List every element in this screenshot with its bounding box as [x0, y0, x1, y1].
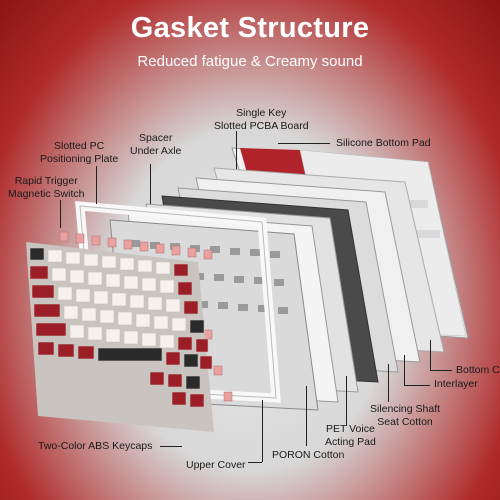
callout-pet-pad: PET Voice Acting Pad [325, 423, 376, 448]
leader-interlayer-v [404, 355, 405, 385]
callout-bottom-case: Bottom Case [456, 364, 500, 376]
callout-pc-plate: Slotted PC Positioning Plate [40, 140, 119, 165]
leader-interlayer-h [404, 385, 430, 386]
leader-pet [346, 376, 347, 426]
leader-upper-cover-v [262, 400, 263, 462]
leader-silencing [388, 364, 389, 402]
callout-silicone-pad: Silicone Bottom Pad [336, 137, 431, 149]
leader-single-key [236, 131, 237, 169]
leader-rapid-trigger [60, 200, 61, 228]
leader-spacer [150, 164, 151, 204]
callout-single-key-pcba: Single Key Slotted PCBA Board [214, 107, 309, 132]
callout-silencing: Silencing Shaft Seat Cotton [370, 403, 441, 428]
page-subtitle: Reduced fatigue & Creamy sound [137, 53, 363, 70]
leader-poron [306, 386, 307, 446]
callout-rapid-trigger: Rapid Trigger Magnetic Switch [8, 175, 85, 200]
callout-poron: PORON Cotton [272, 449, 345, 461]
callout-interlayer: Interlayer [434, 378, 478, 390]
callout-keycaps: Two-Color ABS Keycaps [38, 440, 153, 452]
callout-upper-cover: Upper Cover [186, 459, 246, 471]
leader-upper-cover-h [248, 462, 262, 463]
leader-silicone-pad [278, 143, 330, 144]
callout-spacer: Spacer Under Axle [130, 132, 182, 157]
leader-keycaps [160, 446, 182, 447]
keycaps-layer [26, 242, 214, 432]
leader-bottom-case-h [430, 370, 452, 371]
leader-bottom-case-v [430, 340, 431, 370]
page-title: Gasket Structure [130, 12, 370, 44]
leader-pc-plate [96, 166, 97, 204]
